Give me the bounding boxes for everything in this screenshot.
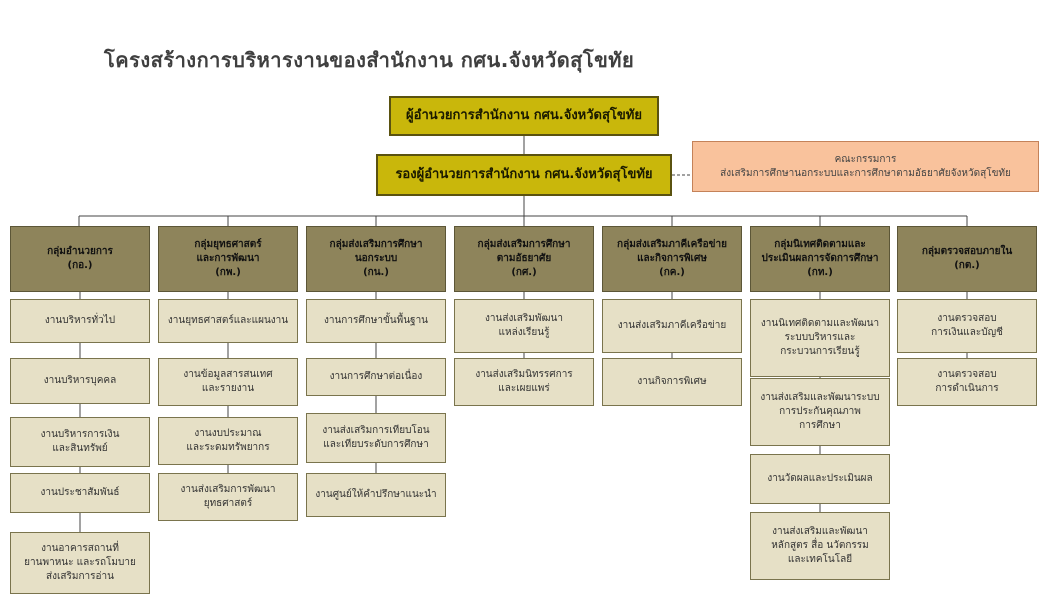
task-label: งานอาคารสถานที่ ยานพาหนะ และรถโมบาย ส่งเ…: [24, 543, 136, 582]
page-title: โครงสร้างการบริหารงานของสำนักงาน กศน.จัง…: [104, 48, 635, 72]
task-label: งานการศึกษาขั้นพื้นฐาน: [323, 315, 429, 326]
deputy-director-box: รองผู้อำนวยการสำนักงาน กศน.จังหวัดสุโขทั…: [376, 154, 672, 196]
committee-line1: คณะกรรมการ: [834, 153, 897, 165]
task-box: งานการศึกษาต่อเนื่อง: [306, 358, 446, 396]
task-box: งานส่งเสริมการพัฒนา ยุทธศาสตร์: [158, 473, 298, 521]
task-box: งานบริหารทั่วไป: [10, 299, 150, 343]
group-label: กลุ่มตรวจสอบภายใน (กต.): [921, 246, 1013, 271]
director-box: ผู้อำนวยการสำนักงาน กศน.จังหวัดสุโขทัย: [389, 96, 659, 136]
task-label: งานประชาสัมพันธ์: [40, 487, 120, 498]
task-box: งานนิเทศติดตามและพัฒนา ระบบบริหารและ กระ…: [750, 299, 890, 377]
task-box: งานบริหารการเงิน และสินทรัพย์: [10, 417, 150, 467]
group-box: กลุ่มส่งเสริมการศึกษา ตามอัธยาศัย (กศ.): [454, 226, 594, 292]
task-box: งานตรวจสอบ การดำเนินการ: [897, 358, 1037, 406]
task-box: งานอาคารสถานที่ ยานพาหนะ และรถโมบาย ส่งเ…: [10, 532, 150, 594]
task-label: งานส่งเสริมนิทรรศการ และเผยแพร่: [475, 369, 573, 394]
task-label: งานส่งเสริมภาคีเครือข่าย: [617, 320, 727, 331]
task-label: งานงบประมาณ และระดมทรัพยากร: [186, 428, 270, 453]
task-box: งานการศึกษาขั้นพื้นฐาน: [306, 299, 446, 343]
task-box: งานส่งเสริมและพัฒนา หลักสูตร สื่อ นวัตกร…: [750, 512, 890, 580]
group-label: กลุ่มส่งเสริมภาคีเครือข่าย และกิจการพิเศ…: [617, 239, 727, 278]
group-box: กลุ่มอำนวยการ (กอ.): [10, 226, 150, 292]
task-label: งานบริหารบุคคล: [43, 375, 117, 386]
task-label: งานบริหารทั่วไป: [44, 315, 116, 326]
committee-box: คณะกรรมการ ส่งเสริมการศึกษานอกระบบและการ…: [692, 141, 1039, 192]
task-label: งานส่งเสริมพัฒนา แหล่งเรียนรู้: [485, 313, 563, 338]
task-box: งานวัดผลและประเมินผล: [750, 454, 890, 504]
task-label: งานส่งเสริมการพัฒนา ยุทธศาสตร์: [180, 484, 276, 509]
committee-line2: ส่งเสริมการศึกษานอกระบบและการศึกษาตามอัธ…: [720, 167, 1011, 179]
task-label: งานส่งเสริมการเทียบโอน และเทียบระดับการศ…: [322, 425, 430, 450]
group-box: กลุ่มนิเทศติดตามและ ประเมินผลการจัดการศึ…: [750, 226, 890, 292]
group-box: กลุ่มส่งเสริมภาคีเครือข่าย และกิจการพิเศ…: [602, 226, 742, 292]
group-box: กลุ่มส่งเสริมการศึกษา นอกระบบ (กน.): [306, 226, 446, 292]
task-box: งานกิจการพิเศษ: [602, 358, 742, 406]
task-box: งานส่งเสริมพัฒนา แหล่งเรียนรู้: [454, 299, 594, 353]
task-label: งานข้อมูลสารสนเทศ และรายงาน: [183, 369, 273, 394]
task-box: งานประชาสัมพันธ์: [10, 473, 150, 513]
task-label: งานกิจการพิเศษ: [637, 376, 707, 387]
task-label: งานตรวจสอบ การดำเนินการ: [935, 369, 999, 394]
task-label: งานศูนย์ให้คำปรึกษาแนะนำ: [315, 489, 437, 500]
task-box: งานส่งเสริมการเทียบโอน และเทียบระดับการศ…: [306, 413, 446, 463]
deputy-director-label: รองผู้อำนวยการสำนักงาน กศน.จังหวัดสุโขทั…: [395, 167, 653, 182]
group-label: กลุ่มส่งเสริมการศึกษา นอกระบบ (กน.): [329, 239, 423, 278]
task-box: งานบริหารบุคคล: [10, 358, 150, 404]
task-label: งานนิเทศติดตามและพัฒนา ระบบบริหารและ กระ…: [760, 318, 880, 357]
group-box: กลุ่มตรวจสอบภายใน (กต.): [897, 226, 1037, 292]
task-box: งานยุทธศาสตร์และแผนงาน: [158, 299, 298, 343]
task-box: งานส่งเสริมและพัฒนาระบบ การประกันคุณภาพ …: [750, 378, 890, 446]
task-box: งานข้อมูลสารสนเทศ และรายงาน: [158, 358, 298, 406]
group-label: กลุ่มยุทธศาสตร์ และการพัฒนา (กพ.): [194, 239, 262, 278]
task-box: งานงบประมาณ และระดมทรัพยากร: [158, 417, 298, 465]
task-box: งานศูนย์ให้คำปรึกษาแนะนำ: [306, 473, 446, 517]
group-label: กลุ่มส่งเสริมการศึกษา ตามอัธยาศัย (กศ.): [477, 239, 571, 278]
task-label: งานยุทธศาสตร์และแผนงาน: [167, 315, 289, 326]
task-box: งานส่งเสริมนิทรรศการ และเผยแพร่: [454, 358, 594, 406]
task-box: งานตรวจสอบ การเงินและบัญชี: [897, 299, 1037, 353]
task-label: งานบริหารการเงิน และสินทรัพย์: [40, 429, 120, 454]
task-label: งานวัดผลและประเมินผล: [767, 473, 873, 484]
task-label: งานตรวจสอบ การเงินและบัญชี: [931, 313, 1003, 338]
task-label: งานส่งเสริมและพัฒนาระบบ การประกันคุณภาพ …: [760, 392, 880, 431]
task-box: งานส่งเสริมภาคีเครือข่าย: [602, 299, 742, 353]
director-label: ผู้อำนวยการสำนักงาน กศน.จังหวัดสุโขทัย: [406, 108, 642, 123]
task-label: งานส่งเสริมและพัฒนา หลักสูตร สื่อ นวัตกร…: [771, 526, 869, 565]
group-label: กลุ่มนิเทศติดตามและ ประเมินผลการจัดการศึ…: [761, 239, 879, 278]
group-label: กลุ่มอำนวยการ (กอ.): [47, 246, 113, 271]
task-label: งานการศึกษาต่อเนื่อง: [329, 371, 423, 382]
group-box: กลุ่มยุทธศาสตร์ และการพัฒนา (กพ.): [158, 226, 298, 292]
